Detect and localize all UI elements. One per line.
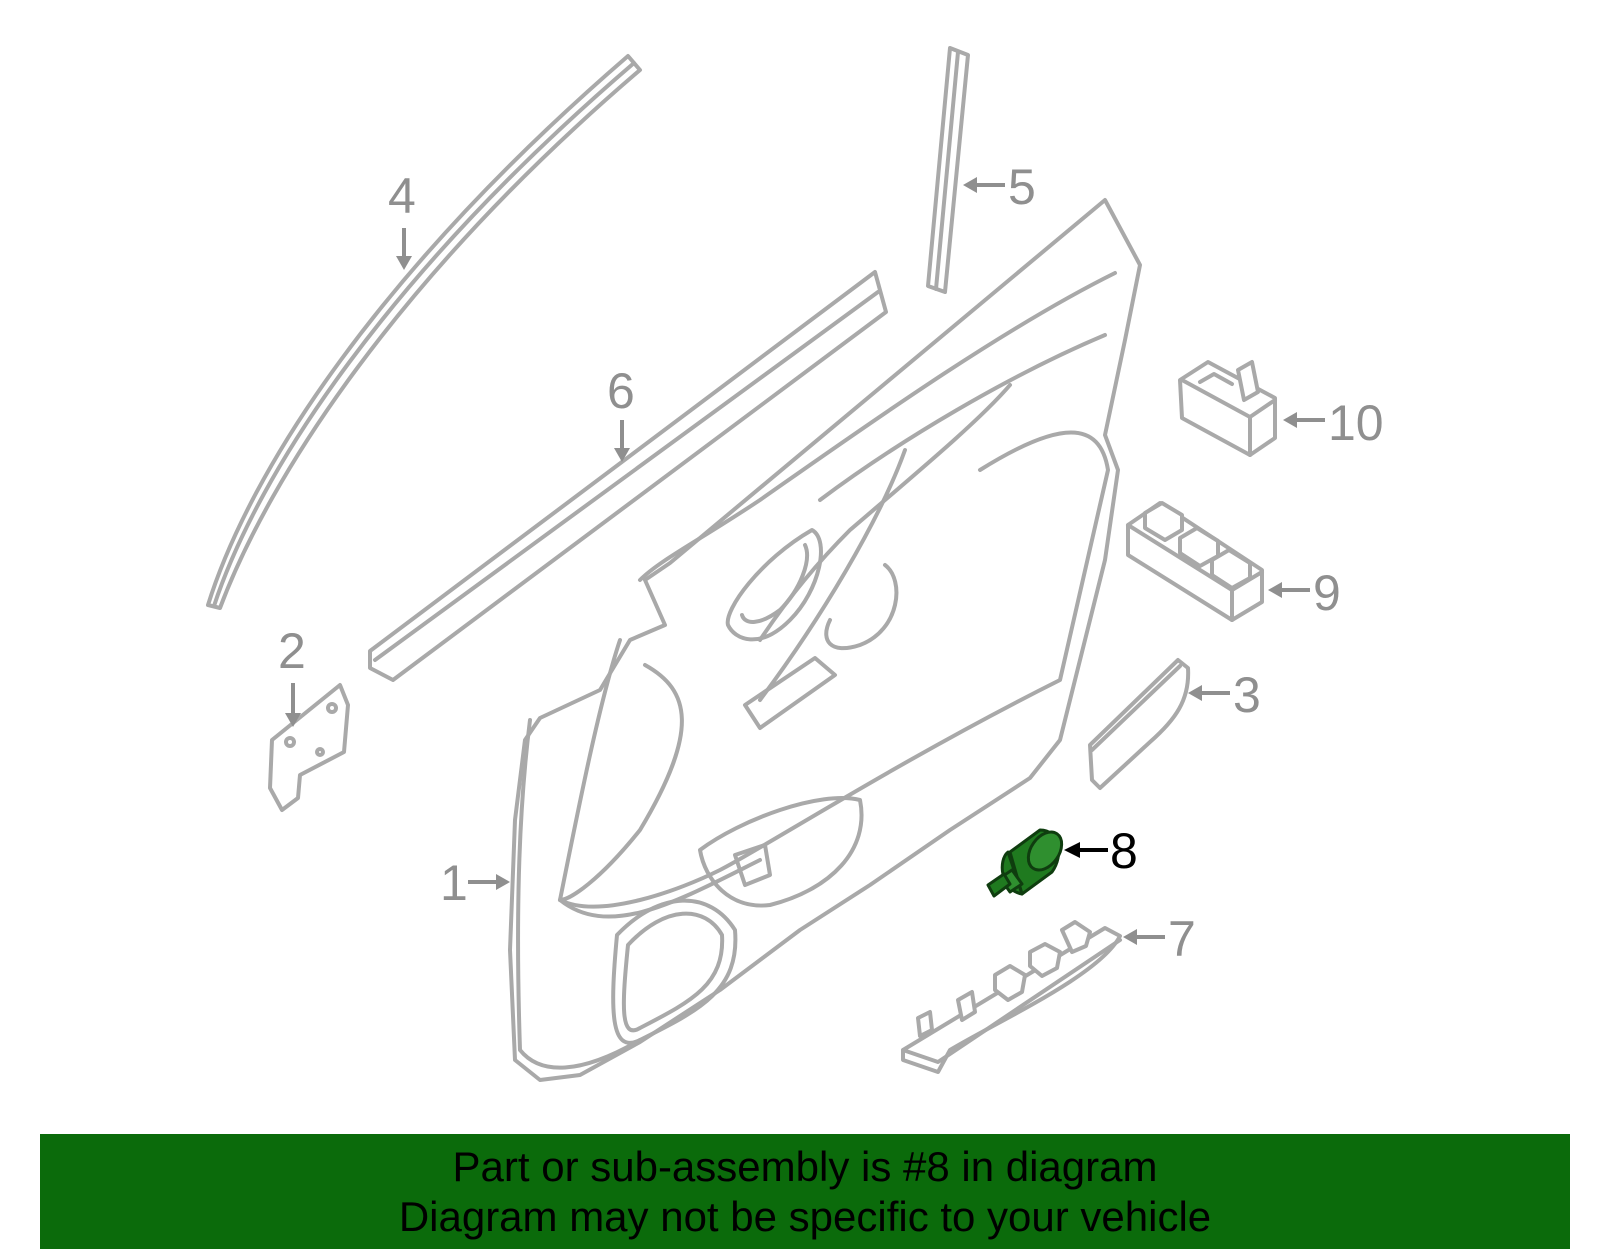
part-7-lower-bracket[interactable]: [901, 920, 1122, 1074]
part-5-vertical-seal[interactable]: [926, 46, 970, 294]
part-8-highlighted-fastener[interactable]: [986, 826, 1069, 898]
callout-8: 8: [1110, 823, 1138, 879]
part-3-trim-cover[interactable]: [1088, 658, 1191, 790]
callout-2: 2: [278, 623, 306, 679]
callout-1: 1: [440, 855, 468, 911]
part-6-belt-moulding[interactable]: [368, 270, 888, 682]
callout-5: 5: [1008, 159, 1036, 215]
callout-7: 7: [1168, 911, 1196, 967]
part-10-switch[interactable]: [1178, 360, 1277, 457]
part-1-door-trim-panel[interactable]: [508, 198, 1142, 1082]
callout-6: 6: [607, 363, 635, 419]
part-9-master-switch[interactable]: [1126, 501, 1264, 622]
banner-line-disclaimer: Diagram may not be specific to your vehi…: [398, 1193, 1212, 1240]
callout-9: 9: [1313, 565, 1341, 621]
callout-arrows: [285, 177, 1325, 945]
callout-10: 10: [1328, 395, 1384, 451]
info-banner: Part or sub-assembly is #8 in diagram Di…: [40, 1134, 1570, 1249]
part-4-window-channel[interactable]: [206, 54, 642, 610]
part-2-bracket[interactable]: [268, 683, 350, 812]
banner-line-part: Part or sub-assembly is #8 in diagram: [452, 1143, 1158, 1190]
callout-3: 3: [1233, 667, 1261, 723]
callout-4: 4: [388, 168, 416, 224]
